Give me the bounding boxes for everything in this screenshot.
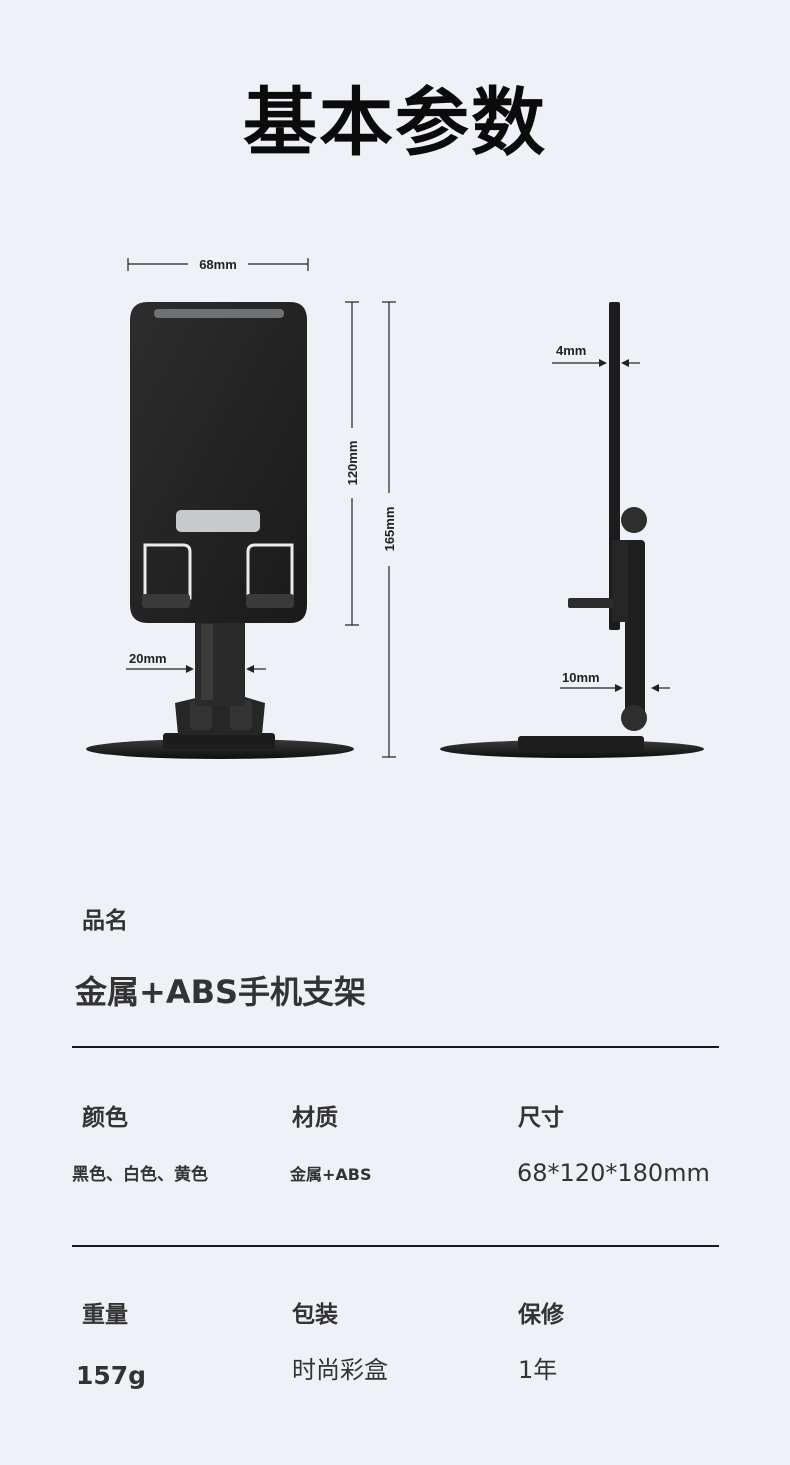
side-base-hub xyxy=(518,736,644,750)
dim-label-thickness: 4mm xyxy=(556,343,586,358)
dim-label-panel-height: 120mm xyxy=(345,441,360,486)
front-base-hub xyxy=(163,733,275,749)
packaging-label: 包装 xyxy=(292,1302,338,1328)
side-view-stand xyxy=(440,302,704,758)
product-dimension-diagram: 68mm 120mm 165mm 20mm 100mm 4mm 10mm xyxy=(86,257,704,759)
dimension-lines xyxy=(126,258,670,758)
dim-label-top-width: 68mm xyxy=(199,257,237,272)
size-value: 68*120*180mm xyxy=(517,1159,710,1187)
side-hook xyxy=(568,598,613,608)
color-value: 黑色、白色、黄色 xyxy=(72,1165,208,1185)
side-top-joint xyxy=(621,507,647,533)
divider xyxy=(72,1245,719,1247)
color-label: 颜色 xyxy=(82,1105,128,1131)
product-name-label: 品名 xyxy=(82,908,128,934)
side-bottom-joint xyxy=(621,705,647,731)
dim-label-stem-depth: 10mm xyxy=(562,670,600,685)
front-view-stand xyxy=(86,302,354,759)
warranty-value: 1年 xyxy=(518,1356,558,1384)
weight-value: 157g xyxy=(76,1361,147,1390)
product-name-value: 金属+ABS手机支架 xyxy=(75,973,367,1011)
weight-label: 重量 xyxy=(82,1302,128,1328)
warranty-label: 保修 xyxy=(518,1302,564,1328)
divider xyxy=(72,1046,719,1048)
front-logo-plate xyxy=(176,510,260,532)
front-right-hook xyxy=(246,594,294,608)
front-top-pad xyxy=(154,309,284,318)
front-phone-panel xyxy=(130,302,307,623)
front-left-hook xyxy=(142,594,190,608)
side-stem xyxy=(625,540,645,725)
packaging-value: 时尚彩盒 xyxy=(292,1356,388,1384)
dim-label-stem-width: 20mm xyxy=(129,651,167,666)
material-value: 金属+ABS xyxy=(290,1165,372,1184)
page-title: 基本参数 xyxy=(243,80,547,166)
dim-label-total-height: 165mm xyxy=(382,507,397,552)
size-label: 尺寸 xyxy=(518,1105,564,1131)
material-label: 材质 xyxy=(292,1105,338,1131)
